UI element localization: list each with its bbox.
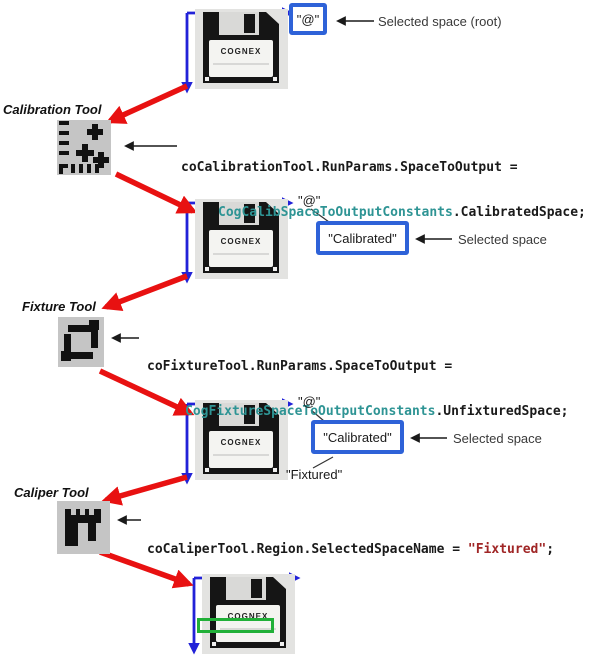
flow-arrow-root-to-calibration	[105, 83, 189, 124]
floppy-disk-icon: COGNEX	[195, 9, 288, 89]
floppy-brand-label: COGNEX	[221, 237, 262, 246]
caliper-tool-title: Caliper Tool	[14, 485, 89, 500]
caliper-code-line1: coCaliperTool.Region.SelectedSpaceName =…	[147, 542, 554, 557]
flow-arrow-stage3-to-caliper	[101, 474, 188, 506]
calibration-code-class-name: CogCalibSpaceToOutputConstants	[218, 205, 453, 220]
flow-arrow-calibration-to-stage2	[114, 171, 198, 214]
fixture-tool-title: Fixture Tool	[22, 299, 96, 314]
selected-space-box-stage3-label: "Calibrated"	[323, 429, 392, 445]
fixture-code-class-name: CogFixtureSpaceToOutputConstants	[185, 404, 436, 419]
connector-calibrated-to-fixtured	[312, 456, 334, 469]
selected-space-box-root: "@"	[289, 3, 327, 35]
calibration-tool-icon	[57, 120, 111, 175]
connector-at-to-calibrated-stage2	[310, 208, 330, 223]
calibration-tool-title: Calibration Tool	[3, 102, 102, 117]
stage2-annotation-text: Selected space	[458, 232, 547, 247]
caliper-code-string: "Fixtured"	[467, 542, 547, 557]
caliper-tool-icon	[57, 501, 110, 554]
fixture-tool-icon	[58, 317, 104, 367]
selected-space-box-root-label: "@"	[296, 11, 320, 27]
calibration-code-line2: CogCalibSpaceToOutputConstants.Calibrate…	[181, 205, 586, 220]
fixture-code-member: .UnfixturedSpace;	[435, 404, 569, 419]
calibration-code-line1: coCalibrationTool.RunParams.SpaceToOutpu…	[181, 160, 518, 175]
selected-space-box-stage3: "Calibrated"	[311, 420, 404, 454]
calibration-code-snippet: coCalibrationTool.RunParams.SpaceToOutpu…	[181, 130, 586, 250]
floppy-brand-label: COGNEX	[228, 612, 269, 621]
stage2-root-space-label: "@"	[298, 193, 321, 208]
fixture-code-snippet: coFixtureTool.RunParams.SpaceToOutput = …	[147, 329, 569, 449]
calibration-code-member: .CalibratedSpace;	[452, 205, 586, 220]
stage3-root-space-label: "@"	[298, 394, 321, 409]
stage3-annotation-text: Selected space	[453, 431, 542, 446]
caliper-code-pre: coCaliperTool.Region.SelectedSpaceName =	[147, 542, 468, 557]
floppy-disk-icon: COGNEX	[195, 400, 288, 480]
flow-arrow-caliper-to-stage4	[99, 549, 194, 589]
flow-arrow-stage2-to-fixture	[101, 273, 188, 311]
root-annotation-text: Selected space (root)	[378, 14, 502, 29]
caliper-region-rectangle	[197, 618, 274, 633]
floppy-disk-icon: COGNEX	[195, 199, 288, 279]
caliper-code-post: ;	[546, 542, 555, 557]
selected-space-box-stage2: "Calibrated"	[316, 221, 409, 255]
caliper-code-snippet: coCaliperTool.Region.SelectedSpaceName =…	[147, 512, 554, 587]
flow-arrow-fixture-to-stage3	[98, 368, 195, 416]
stage3-fixtured-space-label: "Fixtured"	[286, 467, 343, 482]
floppy-brand-label: COGNEX	[221, 47, 262, 56]
selected-space-box-stage2-label: "Calibrated"	[328, 230, 397, 246]
floppy-brand-label: COGNEX	[221, 438, 262, 447]
connector-at-to-calibrated-stage3	[310, 409, 325, 422]
fixture-code-line2: CogFixtureSpaceToOutputConstants.Unfixtu…	[147, 404, 569, 419]
fixture-code-line1: coFixtureTool.RunParams.SpaceToOutput =	[147, 359, 453, 374]
